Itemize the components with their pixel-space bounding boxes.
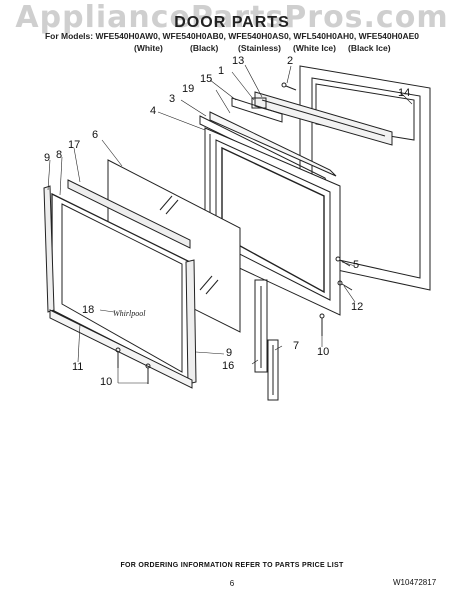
page-number: 6: [229, 579, 235, 588]
callout-9-left: 9: [44, 152, 51, 164]
models-line: For Models: WFE540H0AW0, WFE540H0AB0, WF…: [44, 31, 420, 41]
callout-8: 8: [56, 149, 63, 161]
screw-10-left-a: [115, 347, 121, 368]
page-title: DOOR PARTS: [174, 14, 290, 31]
screw-10-left-b: [145, 363, 151, 384]
ordering-info-footer: FOR ORDERING INFORMATION REFER TO PARTS …: [120, 562, 344, 569]
inner-door-frame: [204, 127, 341, 316]
callout-1: 1: [218, 65, 225, 77]
brand-mark: Whirlpool: [113, 309, 146, 318]
callout-4: 4: [150, 105, 157, 117]
callout-12: 12: [351, 301, 364, 313]
watermark-text: AppliancePartsPros.com: [15, 0, 449, 35]
callout-15: 15: [200, 73, 213, 85]
callout-19: 19: [182, 83, 195, 95]
leader-lines: [47, 64, 413, 384]
callout-14: 14: [398, 87, 411, 99]
callout-7: 7: [293, 340, 300, 352]
top-seal-19: [209, 111, 337, 177]
screw-12: [337, 280, 353, 291]
glass-retainer-17: [67, 179, 191, 249]
hinge-receptacle-1: [251, 97, 267, 109]
document-number: W10472817: [393, 578, 437, 587]
callout-17: 17: [68, 139, 81, 151]
door-top-trim: [254, 91, 393, 146]
callout-6: 6: [92, 129, 99, 141]
callout-18: 18: [82, 304, 95, 316]
finish-stainless: (Stainless): [238, 43, 281, 53]
door-hinge-7: [267, 339, 279, 401]
finish-white-ice: (White Ice): [293, 43, 336, 53]
finish-black: (Black): [190, 43, 219, 53]
screw-2: [281, 82, 297, 91]
callout-2: 2: [287, 55, 294, 67]
screw-10-right: [319, 313, 325, 336]
bottom-trim: [49, 309, 193, 389]
callout-11: 11: [72, 361, 84, 373]
finish-black-ice: (Black Ice): [348, 43, 391, 53]
finish-white: (White): [134, 43, 163, 53]
door-hinge-16: [254, 279, 268, 373]
callout-13: 13: [232, 55, 245, 67]
callout-9-right: 9: [226, 347, 233, 359]
rail-15: [231, 97, 283, 123]
callout-16: 16: [222, 360, 235, 372]
callout-5: 5: [353, 259, 360, 271]
callout-10-left: 10: [100, 376, 113, 388]
callout-10-right: 10: [317, 346, 330, 358]
side-trim-right-9: [185, 259, 197, 385]
callout-3: 3: [169, 93, 176, 105]
